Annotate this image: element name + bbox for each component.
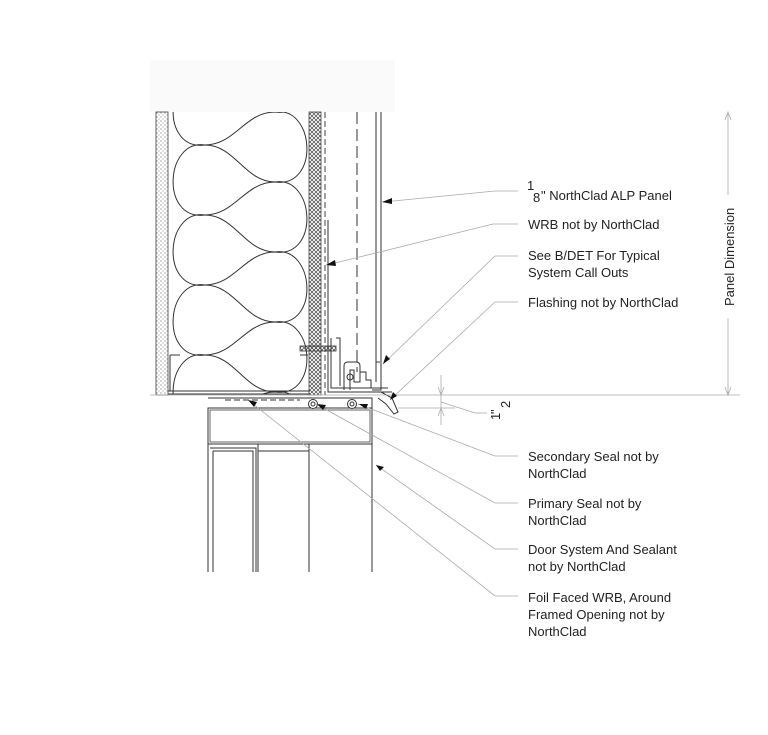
leader-arrowheads: [248, 198, 397, 471]
leader-lines: [247, 190, 518, 597]
callout-panel: 1 8 " NorthClad ALP Panel: [527, 178, 672, 205]
faded-header-area: [150, 60, 395, 112]
interior-sheathing: [155, 111, 169, 396]
panel-dimension-label: Panel Dimension: [722, 208, 737, 306]
bottom-track: [168, 354, 310, 395]
callout-see-b-det: See B/DET For Typical System Call Outs: [528, 248, 660, 280]
svg-text:NorthClad: NorthClad: [528, 466, 587, 481]
svg-text:Foil Faced WRB, Around: Foil Faced WRB, Around: [528, 590, 671, 605]
svg-text:Primary Seal not by: Primary Seal not by: [528, 496, 642, 511]
door-frame: [207, 397, 373, 572]
callout-flashing: Flashing not by NorthClad: [528, 295, 678, 310]
batt-insulation: [172, 112, 308, 394]
wrb-layer: [308, 111, 326, 396]
secondary-seal: [347, 399, 357, 409]
svg-text:": ": [488, 409, 503, 414]
primary-seal: [308, 399, 318, 409]
svg-text:Framed Opening not by: Framed Opening not by: [528, 607, 665, 622]
callout-primary-seal: Primary Seal not by NorthClad: [528, 496, 642, 528]
callout-foil-wrb: Foil Faced WRB, Around Framed Opening no…: [528, 590, 671, 639]
fastener: [299, 345, 337, 352]
callout-secondary-seal: Secondary Seal not by NorthClad: [528, 449, 659, 481]
alp-panel: [372, 112, 382, 391]
svg-text:" NorthClad ALP Panel: " NorthClad ALP Panel: [541, 188, 672, 203]
svg-text:1: 1: [527, 178, 534, 193]
svg-text:System Call Outs: System Call Outs: [528, 265, 629, 280]
svg-text:not by NorthClad: not by NorthClad: [528, 559, 626, 574]
svg-text:2: 2: [498, 401, 513, 408]
svg-text:Door System And Sealant: Door System And Sealant: [528, 542, 677, 557]
svg-text:See B/DET For Typical: See B/DET For Typical: [528, 248, 660, 263]
svg-text:Secondary Seal not by: Secondary Seal not by: [528, 449, 659, 464]
svg-text:NorthClad: NorthClad: [528, 513, 587, 528]
subframe-and-flashing: [327, 112, 399, 415]
gap-dimension: [398, 375, 487, 425]
callout-door-system: Door System And Sealant not by NorthClad: [528, 542, 677, 574]
gap-dimension-label: 1 " 2: [488, 401, 513, 420]
insulation-loops: [172, 112, 308, 394]
panel-dimension: [150, 110, 740, 397]
svg-text:1: 1: [488, 413, 503, 420]
svg-text:8: 8: [533, 190, 540, 205]
svg-text:NorthClad: NorthClad: [528, 624, 587, 639]
callout-wrb: WRB not by NorthClad: [528, 217, 660, 232]
